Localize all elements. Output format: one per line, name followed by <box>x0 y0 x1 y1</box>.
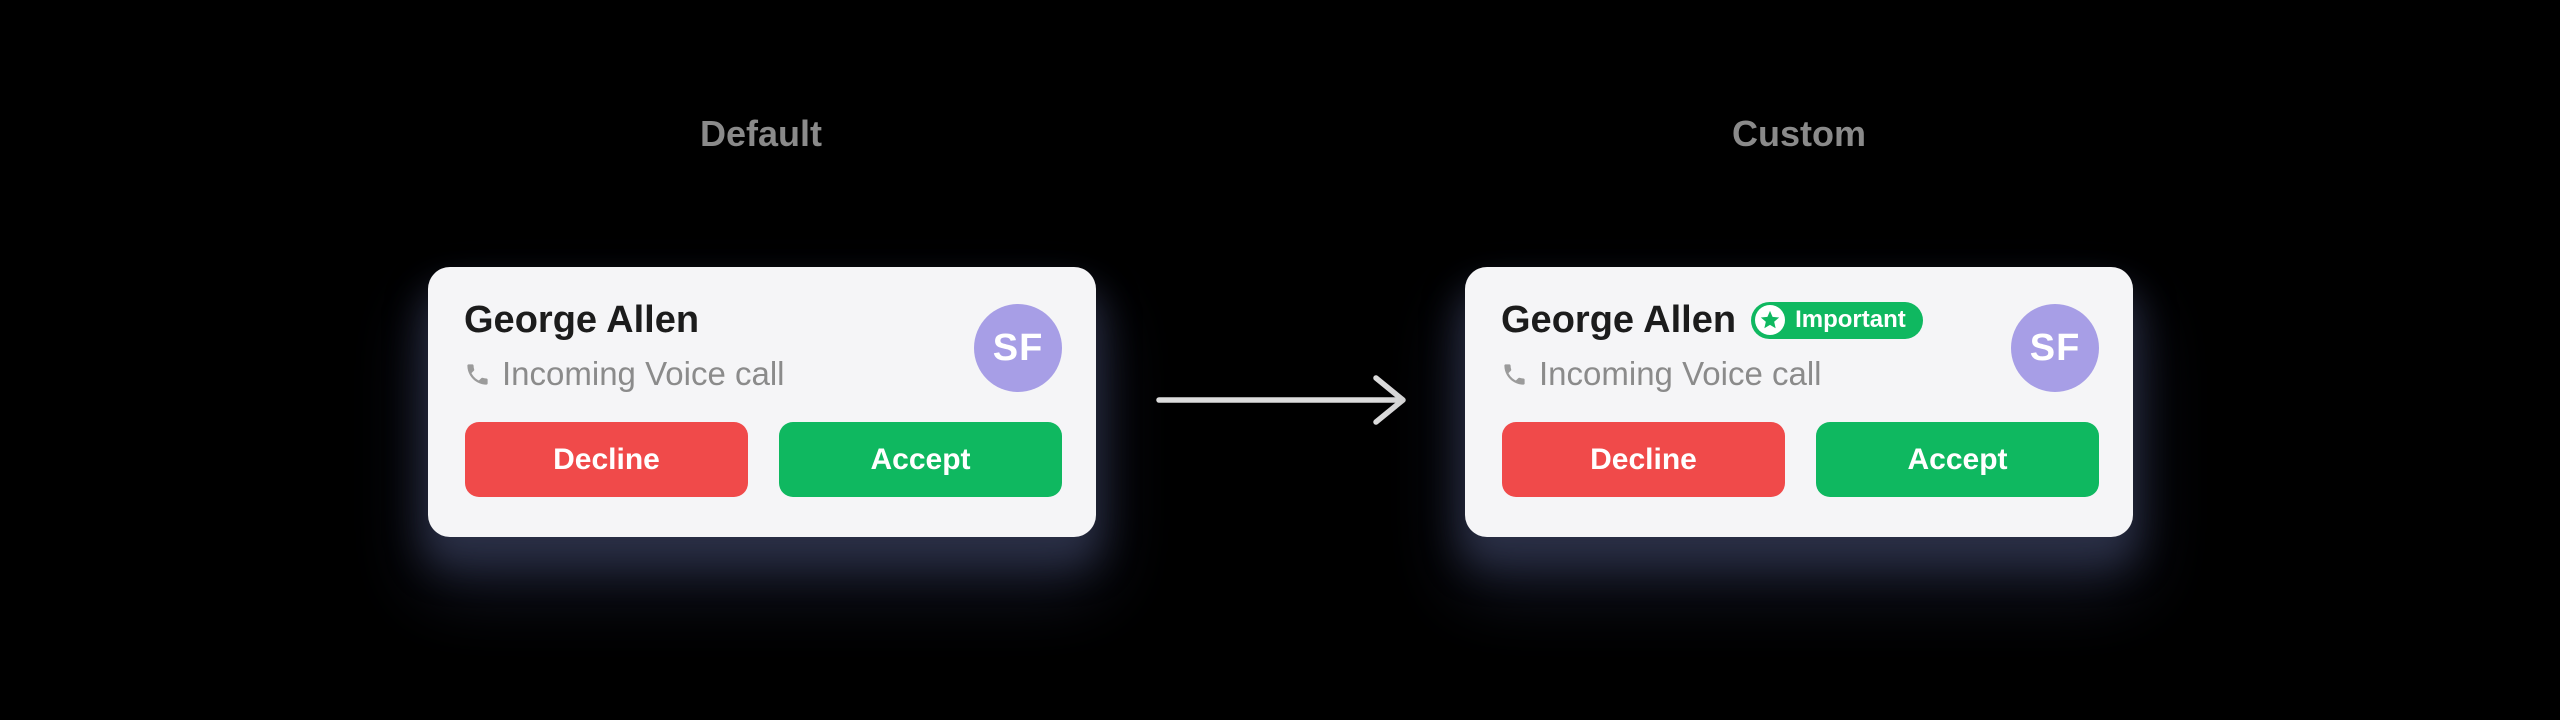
important-badge: Important <box>1751 301 1923 339</box>
caller-name: George Allen <box>464 299 700 341</box>
avatar: SF <box>2011 304 2099 392</box>
call-card-custom: George Allen Important Incoming Voice ca… <box>1465 267 2133 537</box>
call-type-row: Incoming Voice call <box>1501 355 1821 392</box>
avatar-initials: SF <box>2029 326 2081 369</box>
important-badge-label: Important <box>1795 306 1906 333</box>
call-type-label: Incoming Voice call <box>1539 355 1822 392</box>
phone-receiver-icon <box>464 361 491 388</box>
call-card-default: George Allen Incoming Voice call SF Decl… <box>428 267 1096 537</box>
call-actions-row: Decline Accept <box>465 422 1062 497</box>
avatar: SF <box>974 304 1062 392</box>
caller-name: George Allen <box>1501 299 1737 341</box>
caller-name-row: George Allen <box>464 291 699 349</box>
accept-button[interactable]: Accept <box>779 422 1062 497</box>
phone-receiver-icon <box>1501 361 1528 388</box>
right-arrow-icon <box>1153 370 1413 430</box>
section-title-default: Default <box>699 112 823 154</box>
accept-button[interactable]: Accept <box>1816 422 2099 497</box>
decline-button[interactable]: Decline <box>465 422 748 497</box>
call-type-row: Incoming Voice call <box>464 355 784 392</box>
call-actions-row: Decline Accept <box>1502 422 2099 497</box>
avatar-initials: SF <box>992 326 1044 369</box>
call-type-label: Incoming Voice call <box>502 355 785 392</box>
caller-name-row: George Allen Important <box>1501 291 1923 349</box>
decline-button[interactable]: Decline <box>1502 422 1785 497</box>
star-icon <box>1755 305 1786 335</box>
section-title-custom: Custom <box>1732 112 1866 154</box>
